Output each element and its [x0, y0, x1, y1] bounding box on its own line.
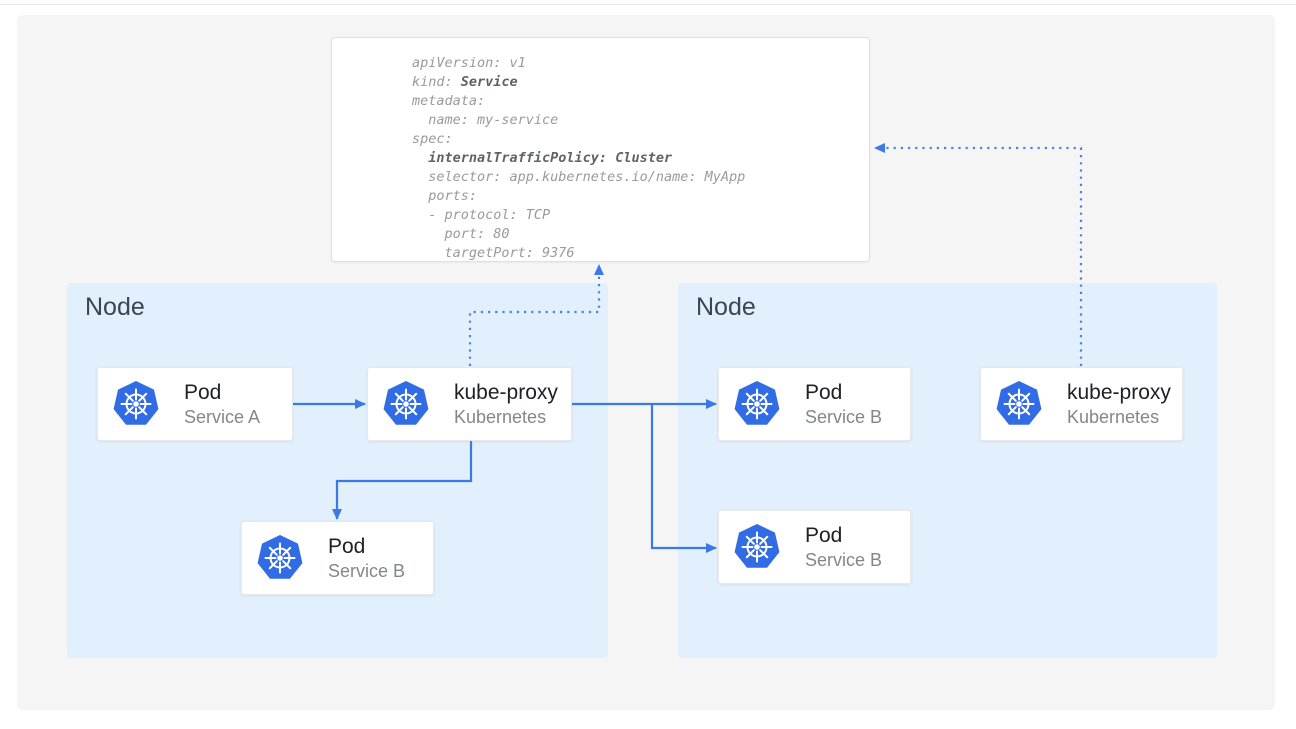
- card-title: Pod: [805, 523, 882, 549]
- kubernetes-icon: [995, 380, 1043, 428]
- card-title: Pod: [805, 380, 882, 406]
- yaml-kind-value: Service: [461, 74, 518, 90]
- yaml-internal-traffic-policy-line: internalTrafficPolicy: Cluster: [412, 150, 672, 166]
- yaml-line: targetPort: 9376: [412, 245, 575, 261]
- node-right-label: Node: [696, 293, 756, 322]
- card-title: kube-proxy: [454, 380, 558, 406]
- node-right: Node: [678, 283, 1217, 658]
- pod-service-b-left-card: Pod Service B: [241, 521, 434, 595]
- card-subtitle: Service B: [328, 560, 405, 583]
- service-yaml-card: apiVersion: v1 kind: Service metadata: n…: [331, 37, 870, 262]
- yaml-line: selector: app.kubernetes.io/name: MyApp: [412, 169, 745, 185]
- card-title: kube-proxy: [1067, 380, 1171, 406]
- card-subtitle: Kubernetes: [1067, 406, 1171, 429]
- card-subtitle: Service A: [184, 406, 260, 429]
- card-subtitle: Service B: [805, 549, 882, 572]
- card-title: Pod: [328, 534, 405, 560]
- pod-service-b-right-bottom-card: Pod Service B: [718, 510, 911, 584]
- card-title: Pod: [184, 380, 260, 406]
- node-left: Node: [67, 283, 608, 658]
- card-subtitle: Kubernetes: [454, 406, 558, 429]
- kubernetes-icon: [382, 380, 430, 428]
- pod-service-b-right-top-card: Pod Service B: [718, 367, 911, 441]
- kube-proxy-left-card: kube-proxy Kubernetes: [367, 367, 572, 441]
- yaml-line: port: 80: [412, 226, 510, 242]
- pod-service-a-card: Pod Service A: [97, 367, 293, 441]
- yaml-line: apiVersion: v1: [412, 55, 526, 71]
- yaml-line: - protocol: TCP: [412, 207, 550, 223]
- kubernetes-icon: [112, 380, 160, 428]
- card-subtitle: Service B: [805, 406, 882, 429]
- yaml-line: kind:: [412, 74, 461, 90]
- yaml-line: ports:: [412, 188, 477, 204]
- kube-proxy-right-card: kube-proxy Kubernetes: [980, 367, 1183, 441]
- kubernetes-icon: [733, 380, 781, 428]
- node-left-label: Node: [85, 293, 145, 322]
- yaml-code: apiVersion: v1 kind: Service metadata: n…: [332, 38, 869, 263]
- yaml-line: name: my-service: [412, 112, 558, 128]
- kubernetes-icon: [256, 534, 304, 582]
- kubernetes-icon: [733, 523, 781, 571]
- yaml-line: metadata:: [412, 93, 485, 109]
- top-divider: [0, 4, 1296, 5]
- yaml-line: spec:: [412, 131, 453, 147]
